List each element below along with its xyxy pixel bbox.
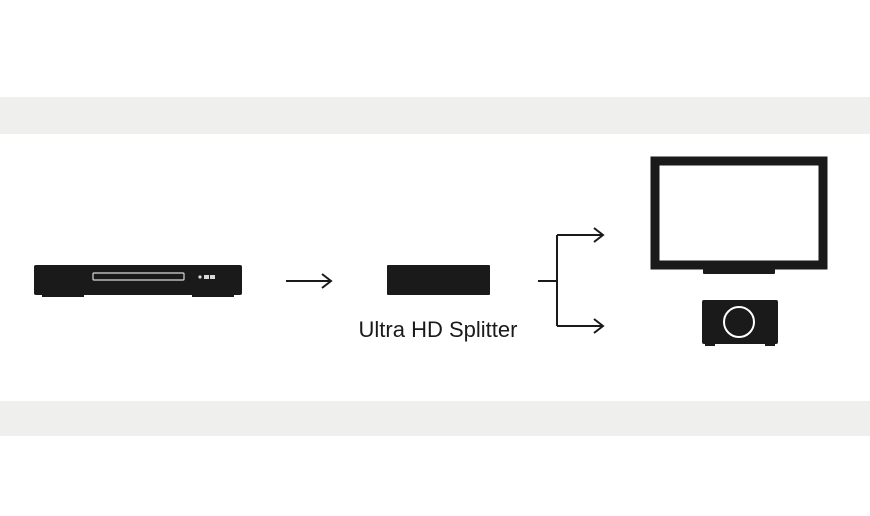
blu-ray-player-icon <box>34 265 242 297</box>
bottom-band <box>0 401 870 436</box>
branch-arrows <box>538 227 605 334</box>
arrow-to-splitter <box>286 273 333 289</box>
top-band <box>0 97 870 134</box>
television-icon <box>650 156 828 274</box>
splitter-box-icon <box>387 265 490 295</box>
splitter-label: Ultra HD Splitter <box>359 317 518 342</box>
projector-icon <box>702 300 778 346</box>
